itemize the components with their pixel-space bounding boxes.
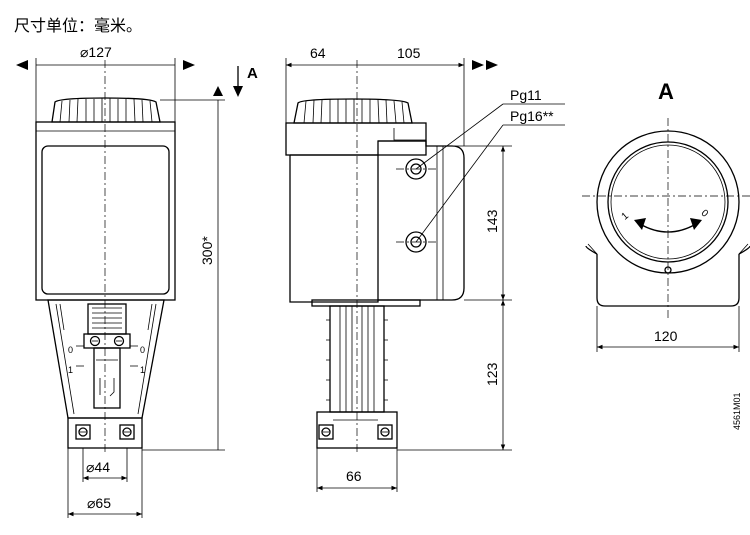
front-scale-left-1: 1 xyxy=(68,365,73,375)
dim-bottom-inner: ⌀44 xyxy=(86,459,110,475)
view-a-label: A xyxy=(658,79,674,104)
side-dimensions: 64 105 143 123 66 Pg11 Pg16** xyxy=(285,45,565,492)
front-scale-right-1: 1 xyxy=(140,365,145,375)
dim-top-view-width: 120 xyxy=(654,328,678,344)
view-a-arrow: A xyxy=(233,65,258,97)
front-view: 0 1 0 1 xyxy=(35,60,176,455)
view-a-arrow-label: A xyxy=(247,65,258,82)
page-title: 尺寸单位：毫米。 xyxy=(14,16,143,35)
dim-side-lower-height: 123 xyxy=(484,362,500,386)
front-scale-left-0: 0 xyxy=(68,345,73,355)
front-dimensions: ⌀127 300* ⌀44 ⌀65 xyxy=(16,44,225,518)
dim-side-right: 105 xyxy=(397,45,421,61)
dim-height-total: 300* xyxy=(199,236,215,265)
knob-mark-1: 1 xyxy=(620,210,632,222)
knob-mark-0: 0 xyxy=(699,208,711,220)
dim-side-left: 64 xyxy=(310,45,326,61)
dim-side-upper-height: 143 xyxy=(484,209,500,233)
callout-pg16: Pg16** xyxy=(510,108,554,124)
front-knob-ribs xyxy=(59,98,153,123)
side-view xyxy=(285,60,465,455)
front-housing xyxy=(35,121,176,301)
front-cover-panel xyxy=(41,145,170,295)
dim-front-width: ⌀127 xyxy=(80,44,112,60)
callout-pg11: Pg11 xyxy=(510,87,542,103)
front-knob xyxy=(51,97,161,123)
front-scale-right-0: 0 xyxy=(140,345,145,355)
dim-bottom-outer: ⌀65 xyxy=(87,495,111,511)
top-view-a: A 1 0 120 xyxy=(582,79,750,352)
drawing-code: 4561M01 xyxy=(732,392,742,430)
dim-side-bottom: 66 xyxy=(346,468,362,484)
